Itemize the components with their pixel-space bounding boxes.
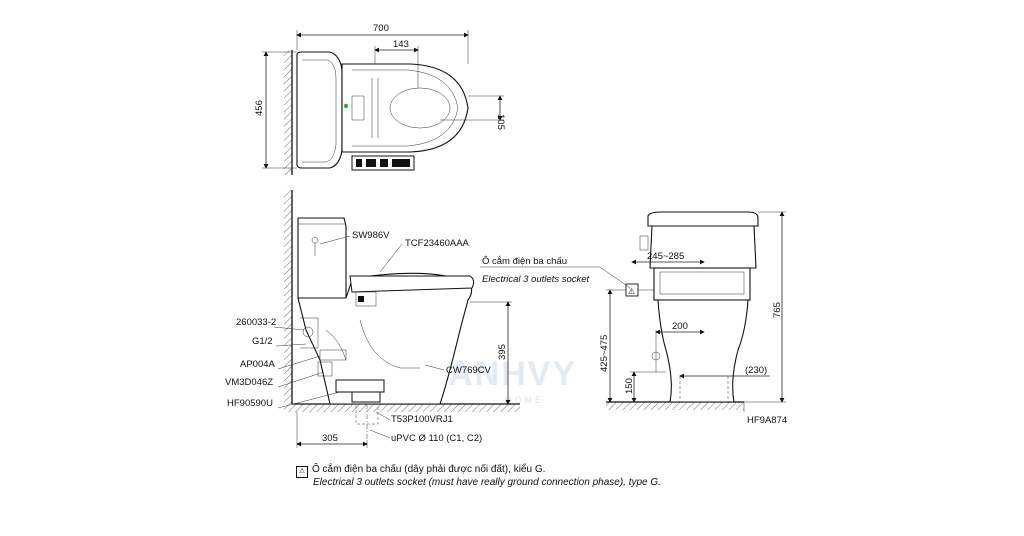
dim-700: 700 xyxy=(373,23,389,34)
front-tank-lid xyxy=(647,211,759,227)
note-vi-text: Ô cắm điện ba chấu (dây phải được nối đấ… xyxy=(312,464,546,475)
front-view: ⚠ Ô cắm điện ba chấu Electrical 3 outlet… xyxy=(480,211,787,426)
label-g12: G1/2 xyxy=(252,336,273,347)
note-english: Electrical 3 outlets socket (must have r… xyxy=(313,477,661,488)
top-seat xyxy=(341,63,469,153)
dim-305: 305 xyxy=(322,433,338,444)
dim-395: 395 xyxy=(497,344,508,360)
dim-765: 765 xyxy=(772,302,783,318)
top-wall-hatch xyxy=(284,50,292,175)
label-tcf23460aaa: TCF23460AAA xyxy=(405,238,470,249)
socket-icon: ⚠ xyxy=(296,466,308,478)
dim-245-285: 245~285 xyxy=(647,251,684,262)
dim-456: 456 xyxy=(254,100,265,116)
label-ap004a: AP004A xyxy=(240,359,276,370)
side-wall-hatch xyxy=(284,190,292,412)
label-hf90590u: HF90590U xyxy=(227,398,273,409)
top-control-unit xyxy=(351,95,365,121)
front-tank xyxy=(649,225,757,269)
side-bowl xyxy=(297,272,473,405)
dim-105: 105 xyxy=(495,114,506,130)
front-seat xyxy=(653,267,751,301)
side-floor-hatch xyxy=(292,404,520,412)
label-upvc-pipe: uPVC Ø 110 (C1, C2) xyxy=(391,433,482,444)
front-bowl xyxy=(657,299,749,403)
label-t53p100vrj1: T53P100VRJ1 xyxy=(391,414,453,425)
note-vietnamese: ⚠ Ô cắm điện ba chấu (dây phải được nối đ… xyxy=(296,464,545,478)
front-floor-hatch xyxy=(606,402,744,410)
label-sw986v: SW986V xyxy=(352,230,390,241)
label-vm3d046z: VM3D046Z xyxy=(225,377,273,388)
label-socket-en: Electrical 3 outlets socket xyxy=(482,274,590,285)
label-socket-vi: Ô cắm điện ba chấu xyxy=(482,256,567,267)
top-view: 700 143 456 105 xyxy=(254,23,506,175)
top-indicator-light xyxy=(343,103,349,109)
dim-425-475: 425~475 xyxy=(599,335,610,372)
dim-150: 150 xyxy=(624,378,635,394)
watermark-sub: HOME xyxy=(505,395,544,405)
side-seat xyxy=(349,275,475,293)
side-view: SW986V TCF23460AAA 260033-2 G1/2 AP004A … xyxy=(225,190,520,448)
label-hf9a874: HF9A874 xyxy=(747,415,787,426)
side-tank xyxy=(297,217,347,299)
dim-230: (230) xyxy=(745,365,767,376)
label-260033-2: 260033-2 xyxy=(236,317,276,328)
svg-text:⚠: ⚠ xyxy=(628,287,635,296)
dim-143: 143 xyxy=(393,39,409,50)
top-bowl-opening xyxy=(389,87,451,129)
dim-200: 200 xyxy=(672,321,688,332)
label-cw769cv: CW769CV xyxy=(446,365,492,376)
